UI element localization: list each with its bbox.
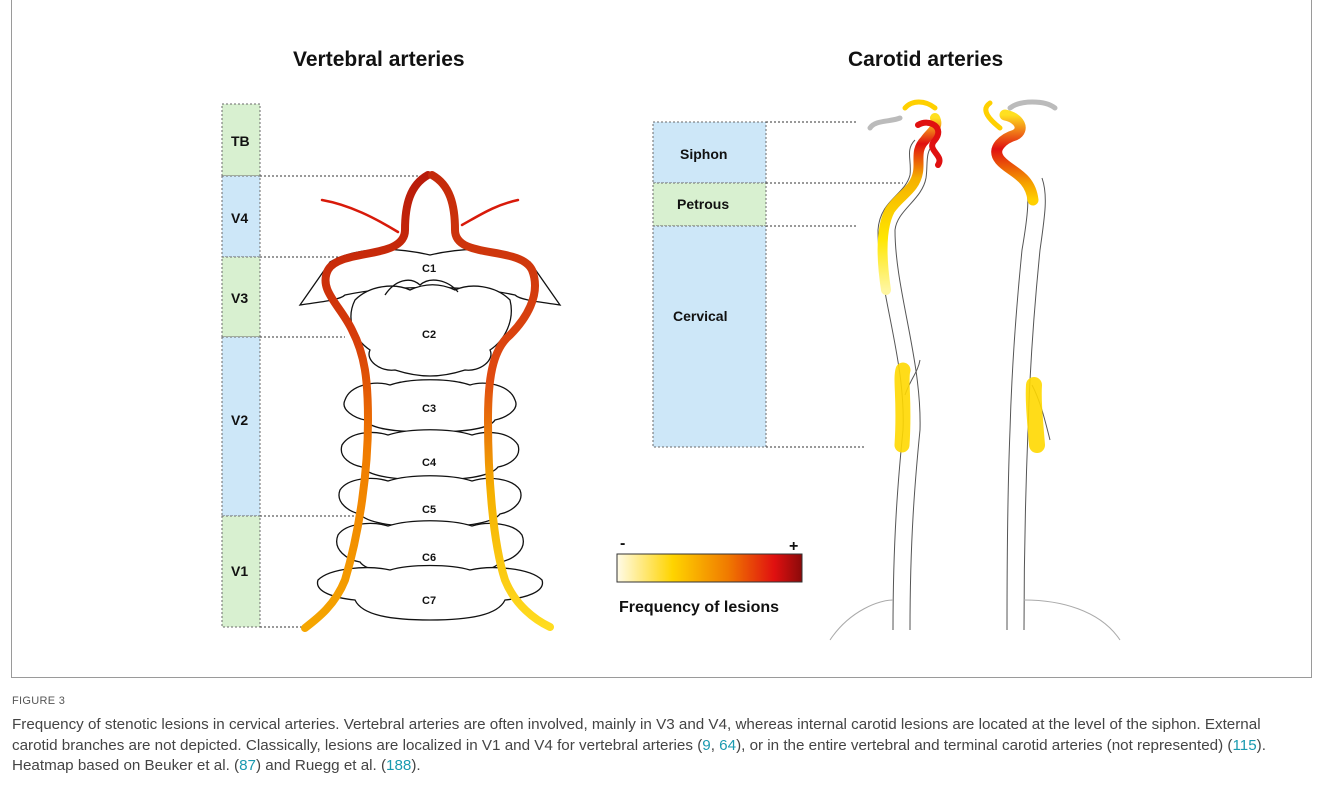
vertebra-c2: C2: [422, 329, 436, 341]
segment-v1: V1: [231, 563, 248, 579]
segment-siphon: Siphon: [680, 146, 727, 162]
segment-petrous: Petrous: [677, 196, 729, 212]
segment-v4: V4: [231, 210, 248, 226]
vertebral-title: Vertebral arteries: [293, 48, 465, 71]
segment-v2: V2: [231, 412, 248, 428]
caption-text: ).: [411, 757, 420, 774]
legend-plus: +: [789, 538, 798, 555]
vertebra-c7: C7: [422, 595, 436, 607]
vertebra-c6: C6: [422, 552, 436, 564]
carotid-segment-bar: Siphon Petrous Cervical: [653, 122, 766, 447]
vertebra-c5: C5: [422, 504, 436, 516]
reference-link[interactable]: 115: [1232, 737, 1256, 754]
vertebral-segment-bar: TB V4 V3 V2 V1: [222, 104, 260, 627]
vertebra-c4: C4: [422, 457, 437, 469]
caption-text: ) and Ruegg et al. (: [256, 757, 386, 774]
reference-link[interactable]: 188: [386, 757, 411, 774]
caption-text: ,: [711, 737, 719, 754]
reference-link[interactable]: 87: [239, 757, 256, 774]
carotid-title: Carotid arteries: [848, 48, 1003, 71]
carotid-heatmap: [870, 102, 1055, 445]
legend-minus: -: [620, 535, 625, 552]
legend-gradient-bar: [617, 554, 802, 582]
figure-illustration: Vertebral arteries Carotid arteries TB V…: [0, 0, 1320, 680]
reference-link[interactable]: 9: [702, 737, 710, 754]
legend: - + Frequency of lesions: [617, 535, 802, 616]
legend-title: Frequency of lesions: [619, 599, 779, 616]
reference-link[interactable]: 64: [719, 737, 736, 754]
vertebra-c1: C1: [422, 263, 436, 275]
carotid-vessels: [830, 140, 1120, 640]
figure-caption: Frequency of stenotic lesions in cervica…: [12, 715, 1307, 777]
figure-label: FIGURE 3: [12, 695, 65, 707]
vertebra-c3: C3: [422, 403, 436, 415]
segment-v3: V3: [231, 290, 248, 306]
segment-tb: TB: [231, 133, 250, 149]
segment-cervical: Cervical: [673, 308, 727, 324]
caption-text: ), or in the entire vertebral and termin…: [736, 737, 1232, 754]
